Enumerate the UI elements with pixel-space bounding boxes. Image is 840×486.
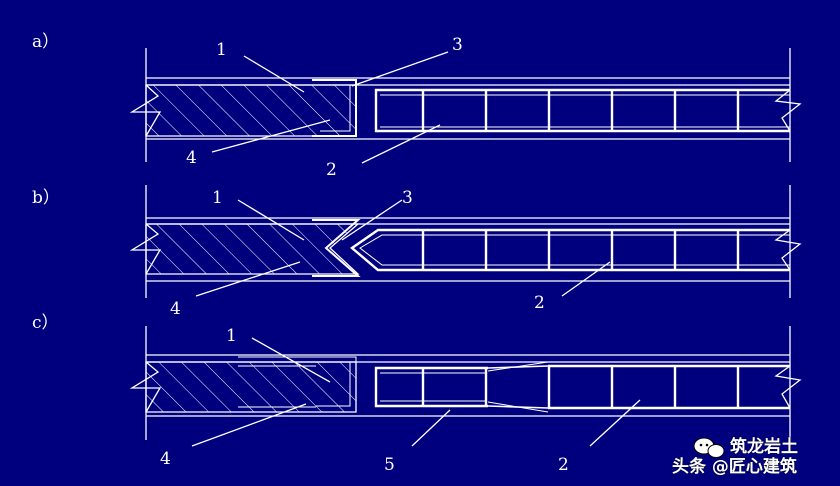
- callout-1: 1: [226, 326, 237, 346]
- watermark-line2: 头条 @匠心建筑: [672, 456, 797, 477]
- callout-5: 5: [384, 455, 395, 475]
- leader-3: [341, 199, 403, 241]
- callout-2: 2: [558, 455, 569, 475]
- leader-1: [237, 199, 305, 241]
- break-line-left: [129, 84, 162, 137]
- break-line-left: [129, 361, 162, 413]
- leader-2: [561, 261, 611, 297]
- end-bracket-inner: [316, 361, 351, 407]
- break-line-right: [774, 229, 802, 271]
- reinforcement-cage-left: [374, 366, 488, 408]
- callout-4: 4: [170, 299, 181, 319]
- cage-stirrups: [421, 366, 740, 408]
- end-bracket: [238, 356, 357, 413]
- callout-2: 2: [326, 160, 337, 180]
- panel-c: c） 1 4: [32, 313, 802, 475]
- end-bracket: [312, 79, 357, 137]
- v-bracket: [312, 219, 361, 277]
- leader-4: [211, 119, 331, 153]
- callout-2: 2: [534, 293, 545, 313]
- panel-a-label: a）: [32, 32, 59, 52]
- leader-4: [191, 403, 307, 447]
- cage-inner: [359, 234, 790, 266]
- leader-3: [351, 51, 449, 87]
- panel-c-label: c）: [32, 313, 59, 333]
- callout-1: 1: [216, 40, 227, 60]
- cage-stirrups: [421, 230, 740, 270]
- leader-4: [195, 261, 301, 297]
- callout-4: 4: [186, 148, 197, 168]
- break-line-right: [774, 365, 802, 409]
- leader-1: [243, 55, 305, 93]
- cage-stirrups: [421, 90, 740, 131]
- leader-2: [361, 124, 441, 164]
- panel-b: b） 1 3 4 2: [32, 185, 802, 319]
- chat-bubble-icon: [693, 437, 725, 458]
- leader-5: [411, 409, 451, 447]
- callout-3: 3: [402, 188, 413, 208]
- taper-top-inner: [487, 361, 549, 372]
- break-line-right: [774, 89, 802, 132]
- panel-a: a） 1 3 4 2: [32, 32, 802, 180]
- leader-1: [251, 337, 331, 383]
- hatched-block: [145, 361, 357, 413]
- watermark-line1: 筑龙岩土: [730, 436, 798, 457]
- callout-4: 4: [160, 449, 171, 469]
- end-bracket-inner: [320, 84, 351, 132]
- reinforcement-cage: [350, 228, 790, 272]
- leader-2: [589, 399, 641, 447]
- break-line-left: [129, 223, 162, 275]
- reinforcement-cage: [374, 88, 790, 133]
- panel-b-label: b）: [32, 188, 60, 208]
- callout-1: 1: [212, 188, 223, 208]
- taper-bottom-inner: [487, 401, 549, 413]
- hatched-block: [145, 84, 357, 137]
- watermark: 筑龙岩土 头条 @匠心建筑: [672, 436, 799, 478]
- callout-3: 3: [452, 35, 463, 55]
- hatched-block: [145, 223, 360, 275]
